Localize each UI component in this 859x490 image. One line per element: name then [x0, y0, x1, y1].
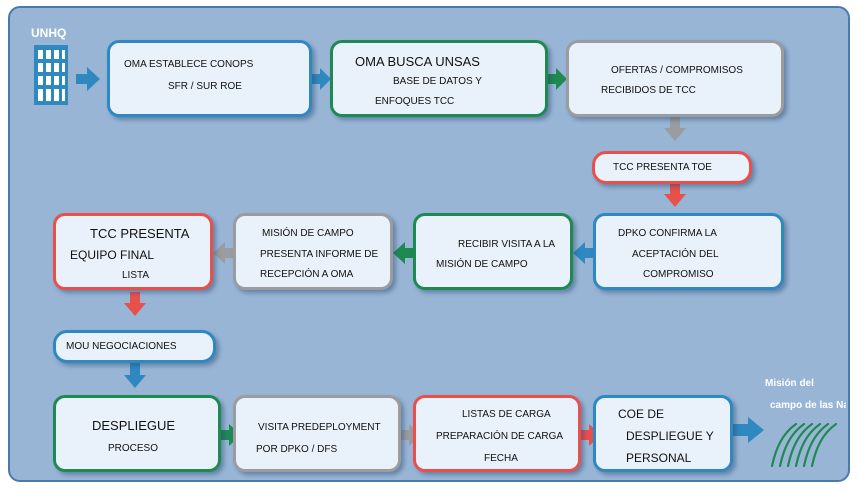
step-text-line: DPKO CONFIRMA LA — [618, 228, 717, 239]
step-text-line: FECHA — [484, 453, 518, 464]
step-text-line: LISTAS DE CARGA — [462, 409, 551, 420]
arrow-b10-to-b11 — [221, 424, 241, 446]
arrow-b11-to-b12 — [401, 424, 421, 446]
mission-field-icon — [770, 422, 838, 468]
building-icon — [34, 45, 68, 105]
arrow-unhq-to-b1 — [76, 67, 100, 91]
step-text-line: BASE DE DATOS Y — [393, 76, 482, 87]
step-visita-predeployment: VISITA PREDEPLOYMENT POR DPKO / DFS — [233, 395, 401, 472]
arrow-b3-to-b4 — [664, 116, 686, 141]
step-text-line: COMPROMISO — [643, 269, 714, 280]
mission-label-line-1: Misión del — [765, 378, 814, 389]
step-text-line: PROCESO — [108, 443, 159, 454]
mission-label-line-2: campo de las Nacio — [770, 400, 846, 411]
step-ofertas-compromisos: OFERTAS / COMPROMISOS RECIBIDOS DE TCC — [566, 40, 784, 117]
arrow-b5-to-b6 — [573, 242, 593, 264]
step-text-line: EQUIPO FINAL — [70, 248, 155, 262]
step-text-line: MISIÓN DE CAMPO — [262, 228, 354, 239]
step-text-line: RECEPCIÓN A OMA — [260, 269, 354, 280]
step-text-line: TCC PRESENTA TOE — [613, 162, 712, 173]
unhq-label: UNHQ — [31, 26, 67, 40]
step-text-line: OMA BUSCA UNSAS — [355, 54, 480, 69]
step-text-line: MISIÓN DE CAMPO — [436, 259, 528, 270]
step-text-line: TCC PRESENTA — [90, 226, 190, 241]
step-text-line: VISITA PREDEPLOYMENT — [258, 422, 381, 433]
step-oma-busca-unsas: OMA BUSCA UNSAS BASE DE DATOS Y ENFOQUES… — [330, 40, 548, 117]
step-text-line: SFR / SUR ROE — [168, 81, 242, 92]
step-text-line: PRESENTA INFORME DE — [260, 249, 379, 260]
step-text-line: RECIBIR VISITA A LA — [458, 239, 556, 250]
arrow-b6-to-b7 — [393, 242, 413, 264]
step-tcc-presenta-equipo: TCC PRESENTA EQUIPO FINAL LISTA — [53, 213, 213, 290]
arrow-b7-to-b8 — [213, 242, 233, 264]
step-tcc-presenta-toe: TCC PRESENTA TOE — [592, 151, 752, 184]
step-text-line: DESPLIEGUE — [92, 418, 176, 433]
step-text-line: ACEPTACIÓN DEL — [632, 249, 719, 260]
step-text-line: PERSONAL — [626, 451, 692, 465]
step-listas-de-carga: LISTAS DE CARGA PREPARACIÓN DE CARGA FEC… — [413, 395, 581, 472]
step-text-line: COE DE — [618, 407, 665, 421]
step-mou-negociaciones: MOU NEGOCIACIONES — [53, 330, 216, 363]
arrow-b8-to-b9 — [124, 292, 146, 316]
arrow-b1-to-b2 — [312, 68, 331, 90]
step-text-line: ENFOQUES TCC — [375, 96, 455, 107]
arrow-b4-to-b5 — [664, 183, 686, 207]
step-dpko-confirma: DPKO CONFIRMA LA ACEPTACIÓN DEL COMPROMI… — [593, 213, 784, 290]
arrow-b2-to-b3 — [548, 68, 567, 90]
step-text-line: LISTA — [122, 270, 150, 281]
step-oma-establece-conops: OMA ESTABLECE CONOPS SFR / SUR ROE — [107, 40, 312, 117]
arrow-b9-to-b10 — [124, 362, 146, 388]
step-coe-despliegue: COE DE DESPLIEGUE Y PERSONAL — [593, 395, 733, 472]
step-despliegue-proceso: DESPLIEGUE PROCESO — [53, 395, 221, 472]
step-mision-presenta-informe: MISIÓN DE CAMPO PRESENTA INFORME DE RECE… — [233, 213, 393, 290]
step-recibir-visita: RECIBIR VISITA A LA MISIÓN DE CAMPO — [413, 213, 573, 290]
step-text-line: RECIBIDOS DE TCC — [601, 85, 696, 96]
step-text-line: DESPLIEGUE Y — [626, 429, 714, 443]
step-text-line: OMA ESTABLECE CONOPS — [124, 59, 254, 70]
step-text-line: POR DPKO / DFS — [256, 444, 338, 455]
step-text-line: PREPARACIÓN DE CARGA — [436, 431, 564, 442]
step-text-line: OFERTAS / COMPROMISOS — [611, 65, 743, 76]
arrow-b12-to-b13 — [581, 424, 601, 446]
arrow-b13-to-mission — [733, 417, 764, 443]
step-text-line: MOU NEGOCIACIONES — [66, 341, 177, 352]
